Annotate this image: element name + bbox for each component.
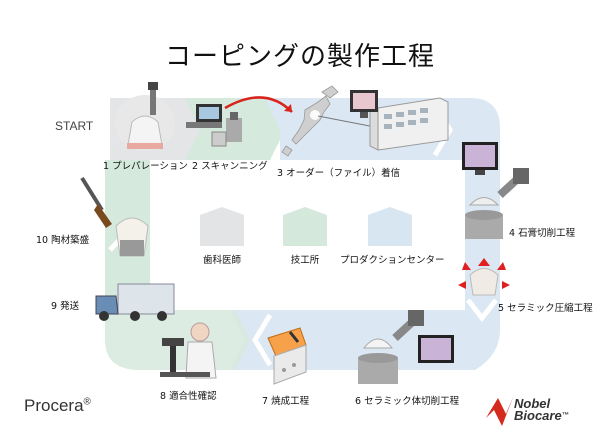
step-label-4: 4 石膏切削工程	[509, 228, 576, 239]
porcelain-build-up-icon	[80, 176, 149, 257]
delivery-truck-icon	[95, 283, 175, 321]
scanner-icon	[186, 104, 242, 147]
nobel-biocare-logo-text: Nobel Biocare™	[514, 396, 569, 423]
step-label-1: 1 プレパレーション	[103, 161, 188, 172]
step-label-7: 7 焼成工程	[262, 396, 310, 407]
procera-brand: Procera®	[24, 396, 91, 416]
legend-swatch-lab	[283, 207, 327, 246]
brand-registered-mark: ®	[83, 396, 91, 408]
step-label-8: 8 適合性確認	[160, 391, 217, 402]
track-chevron	[466, 298, 498, 323]
brand-name: Procera	[24, 396, 84, 415]
legend-label-center: プロダクションセンター	[340, 255, 445, 266]
step-label-2: 2 スキャンニング	[192, 161, 268, 172]
japan-map-icon	[281, 85, 339, 157]
furnace-icon	[267, 327, 307, 385]
legend-label-dentist: 歯科医師	[202, 255, 241, 266]
fit-inspection-icon	[160, 322, 217, 379]
order-transfer-arrowhead	[284, 104, 292, 112]
logo-line-1: Nobel	[514, 396, 551, 411]
start-label: START	[55, 119, 94, 133]
production-center-building-icon	[350, 90, 449, 151]
legend-swatch-center	[368, 207, 412, 246]
logo-line-2: Biocare™	[514, 408, 569, 423]
step-label-9: 9 発送	[51, 301, 80, 312]
step-label-3: 3 オーダー（ファイル）着信	[277, 168, 401, 179]
ceramic-milling-machine-icon	[358, 310, 454, 384]
legend-label-lab: 技工所	[290, 255, 320, 266]
nobel-biocare-logo-mark	[486, 395, 514, 426]
step-label-6: 6 セラミック体切削工程	[355, 396, 460, 407]
step-label-10: 10 陶材築盛	[36, 235, 90, 246]
track-segment-center-top	[265, 98, 500, 345]
legend-swatch-dentist	[200, 207, 244, 246]
plaster-milling-machine-icon	[462, 142, 529, 239]
logo-trademark: ™	[561, 412, 569, 419]
order-transfer-arrow	[224, 96, 293, 113]
track-chevron	[252, 313, 273, 367]
page-title: コーピングの製作工程	[164, 42, 435, 72]
step-label-5: 5 セラミック圧縮工程	[498, 303, 593, 314]
preparation-icon	[115, 82, 175, 151]
ceramic-compression-icon	[458, 258, 510, 296]
